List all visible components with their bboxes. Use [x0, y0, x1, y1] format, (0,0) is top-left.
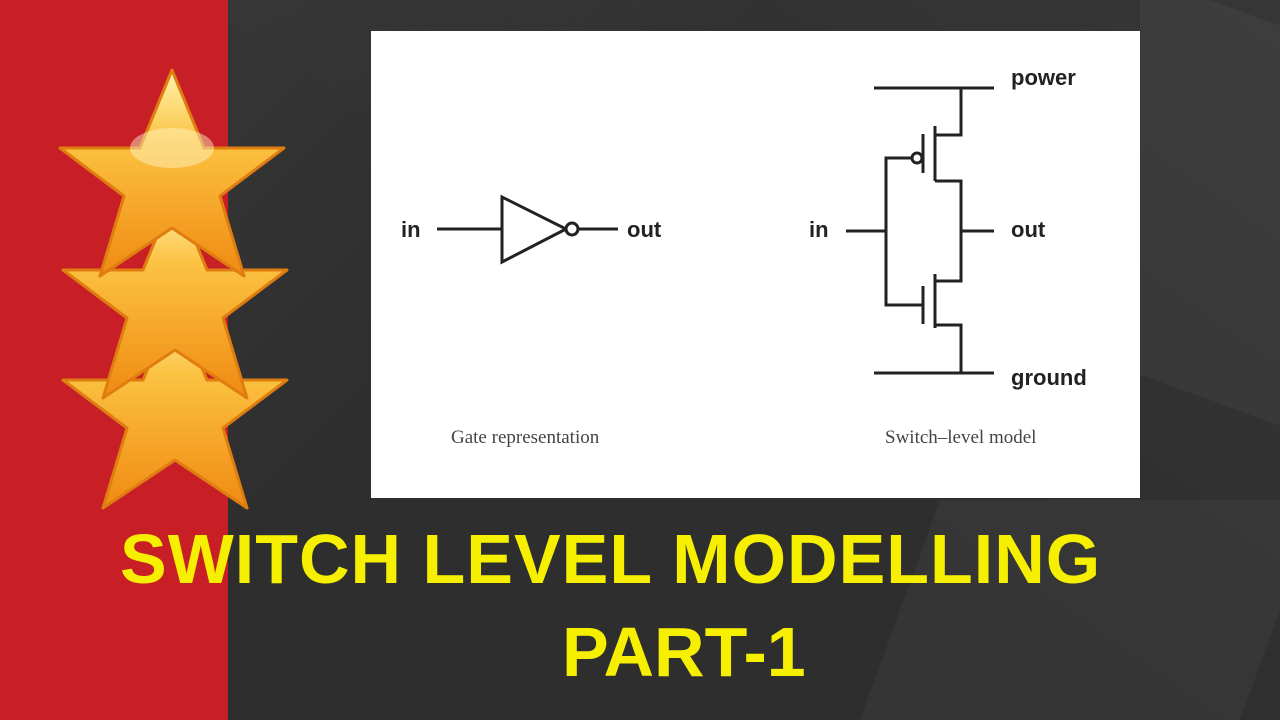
pmos-source — [935, 88, 963, 137]
star-icon — [61, 300, 289, 510]
diagram-panel: in out Gate representation power in out … — [371, 31, 1140, 498]
switch-out-label: out — [1011, 217, 1046, 242]
ground-label: ground — [1011, 365, 1087, 390]
pmos-bubble — [910, 151, 924, 165]
gate-out-label: out — [627, 217, 662, 242]
gate-caption: Gate representation — [451, 427, 600, 448]
star-icon — [61, 190, 289, 400]
gate-in-label: in — [401, 217, 421, 242]
gate-representation — [437, 194, 618, 265]
stars-group — [58, 68, 289, 510]
title-line-2: PART-1 — [562, 613, 806, 691]
inverter-diagram: in out Gate representation power in out … — [401, 65, 1087, 448]
inverter-triangle — [500, 194, 570, 265]
switch-level-model — [846, 86, 994, 375]
star-icon — [58, 68, 286, 278]
gate-bus — [884, 156, 923, 307]
nmos-source — [935, 323, 963, 373]
switch-in-label: in — [809, 217, 829, 242]
power-label: power — [1011, 65, 1076, 90]
title-line-1: SWITCH LEVEL MODELLING — [120, 520, 1102, 598]
background-facet — [1140, 0, 1280, 425]
drain-node — [935, 179, 963, 283]
inverter-bubble — [564, 221, 580, 237]
switch-caption: Switch–level model — [885, 427, 1036, 448]
